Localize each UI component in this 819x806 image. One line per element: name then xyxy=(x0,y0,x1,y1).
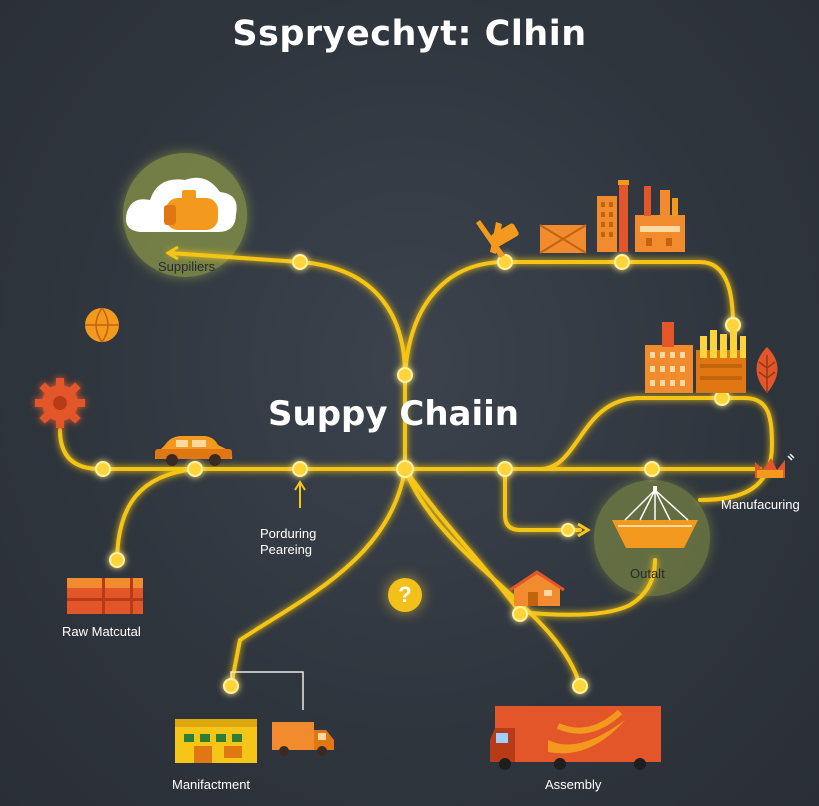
connector-lines xyxy=(58,251,775,688)
node xyxy=(95,461,111,477)
center-label: Suppy Chaiin xyxy=(268,394,519,434)
store-icon xyxy=(175,719,257,763)
node xyxy=(497,461,513,477)
connector-thin-line xyxy=(230,671,304,710)
node xyxy=(725,317,741,333)
node xyxy=(572,678,588,694)
leaf-icon xyxy=(756,347,778,393)
nodes xyxy=(95,254,741,694)
cloud-icon xyxy=(125,177,237,232)
assembly-label: Assembly xyxy=(545,777,602,792)
car-icon xyxy=(155,436,233,466)
manufacturing-label: Manufacuring xyxy=(721,497,800,512)
box-icon xyxy=(539,224,587,254)
node xyxy=(187,461,203,477)
tank-icon xyxy=(166,198,218,230)
outalt-label: Outalt xyxy=(630,566,665,581)
question-icon: ? xyxy=(388,578,422,612)
crate-icon xyxy=(67,578,143,614)
suppliers-label: Suppiliers xyxy=(158,259,216,274)
boat-icon xyxy=(612,486,698,548)
factory-large-icon xyxy=(645,322,746,393)
node xyxy=(512,606,528,622)
raw-material-label: Raw Matcutal xyxy=(62,624,141,639)
node xyxy=(109,552,125,568)
node xyxy=(397,367,413,383)
tools-icon xyxy=(476,220,519,258)
small-factory-icon xyxy=(755,453,795,478)
manifactment-label: Manifactment xyxy=(172,777,251,792)
node xyxy=(614,254,630,270)
truck-icon xyxy=(490,706,661,770)
barn-icon xyxy=(509,570,565,606)
node xyxy=(714,390,730,406)
arrow-left-icon xyxy=(165,245,179,261)
ball-icon xyxy=(85,307,119,343)
factory-icon xyxy=(597,180,685,252)
van-icon xyxy=(272,722,334,756)
arrow-right-icon xyxy=(577,522,591,538)
node xyxy=(292,461,308,477)
node xyxy=(223,678,239,694)
node xyxy=(396,460,414,478)
arrow-up-icon xyxy=(294,480,306,508)
diagram-title: Sspryechyt: Clhin xyxy=(232,14,587,54)
node xyxy=(644,461,660,477)
porduring-label: Porduring Peareing xyxy=(260,526,317,557)
node xyxy=(292,254,308,270)
node xyxy=(561,523,575,537)
gear-icon xyxy=(35,378,85,428)
